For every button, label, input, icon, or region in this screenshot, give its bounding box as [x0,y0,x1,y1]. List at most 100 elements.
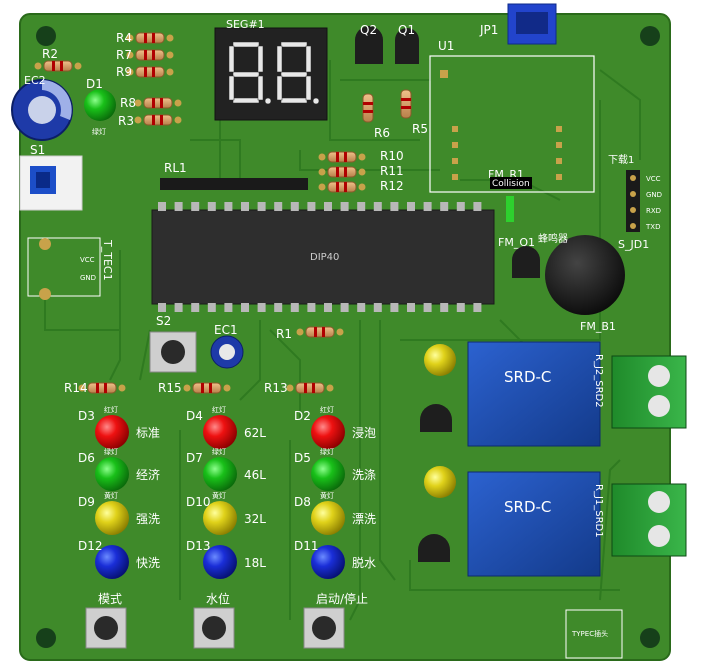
svg-text:VCC: VCC [646,175,661,183]
led-label: 快洗 [136,556,160,570]
dip-pin [324,303,332,312]
led-id: D10 [186,495,211,509]
led-label: 洗涤 [352,468,376,482]
svg-text:R12: R12 [380,179,404,193]
dip-pin [274,202,283,211]
svg-text:R11: R11 [380,164,404,178]
dip-pin [307,303,316,312]
dip-pin [224,202,233,211]
svg-text:T_TEC1: T_TEC1 [101,239,114,281]
dip-pin [407,303,415,312]
seven-segment-display: SEG#1 [214,18,328,121]
button-label: 启动/停止 [316,591,368,606]
led-tag: 红灯 [320,405,334,414]
svg-text:蜂鸣器: 蜂鸣器 [538,232,568,245]
relay-driver-2 [420,344,456,432]
led-label: 经济 [136,467,160,482]
svg-text:EC1: EC1 [214,323,238,337]
svg-text:R14: R14 [64,381,88,395]
resistor [134,97,182,109]
mounting-holes [36,26,660,648]
svg-text:R5: R5 [412,122,428,136]
svg-text:R10: R10 [380,149,404,163]
resistor [126,32,174,44]
svg-text:S_JD1: S_JD1 [618,238,649,251]
buzzer: 蜂鸣器 FM_B1 [538,232,625,333]
t-tec1-connector: VCC GND T_TEC1 [27,237,114,300]
dip-pin [241,303,249,312]
dip-pin [456,303,465,312]
dip-pin [407,202,415,211]
led-label: 浸泡 [352,426,376,440]
copper-traces [44,60,641,621]
led-id: D3 [78,409,95,423]
svg-text:SRD-C: SRD-C [504,368,551,386]
dip-pin [423,202,432,211]
svg-text:TXD: TXD [645,223,660,231]
collision-sensor: Collision FM_Q1 [490,177,535,249]
dip-pin [174,202,183,211]
tact-button-2[interactable]: 启动/停止 [303,591,368,649]
led-label: 46L [244,468,266,482]
dip-pin [456,202,465,211]
svg-text:S2: S2 [156,314,171,328]
dip-pin [423,303,432,312]
resistor [34,60,82,72]
resistor [286,382,334,394]
svg-text:FM_B1: FM_B1 [580,320,616,333]
led-tag: 红灯 [104,405,118,414]
transistor-q2: Q2 [355,23,383,64]
svg-text:R8: R8 [120,96,136,110]
dip-pin [174,303,183,312]
led-d1: D1 绿灯 [84,77,116,136]
svg-text:GND: GND [646,191,662,199]
dip-pin [373,202,382,211]
resistor [78,382,126,394]
dip-pin [207,303,216,312]
typec-connector: TYPEC插头 [565,609,623,659]
dip-pin [390,303,399,312]
svg-text:R6: R6 [374,126,390,140]
tact-button-1[interactable]: 水位 [193,591,235,649]
svg-text:R2: R2 [42,47,58,61]
svg-text:GND: GND [80,274,96,282]
led-label: 强洗 [136,512,160,526]
transistor-q1: Q1 [395,23,419,64]
svg-text:SRD-C: SRD-C [504,498,551,516]
svg-text:VCC: VCC [80,256,95,264]
relay-k2: SRD-C R_J2_SRD2 [467,341,604,447]
resistor [126,49,174,61]
svg-text:R7: R7 [116,48,132,62]
led-tag: 绿灯 [104,447,118,456]
led-grid: D3标准红灯D6经济绿灯D9强洗黄灯D12快洗D462L红灯D746L绿灯D10… [78,405,376,579]
tact-button-0[interactable]: 模式 [85,592,127,649]
dip-pin [373,303,382,312]
resistor [318,181,366,193]
led-tag: 黄灯 [212,491,226,500]
rl1-header: RL1 [160,161,308,190]
svg-text:RXD: RXD [646,207,661,215]
dip-pin [158,303,166,312]
led-id: D5 [294,451,311,465]
resistor [362,93,374,123]
resistor [183,382,231,394]
svg-text:R_J2_SRD2: R_J2_SRD2 [593,354,604,408]
resistor [296,326,344,338]
dip-pin [357,202,366,211]
fm-q1-transistor [512,246,540,278]
s2-button: S2 [149,314,197,373]
svg-text:Collision: Collision [492,179,530,189]
ec2-capacitor: EC2 [11,74,73,141]
svg-text:R9: R9 [116,65,132,79]
terminal-block-1 [611,483,687,557]
